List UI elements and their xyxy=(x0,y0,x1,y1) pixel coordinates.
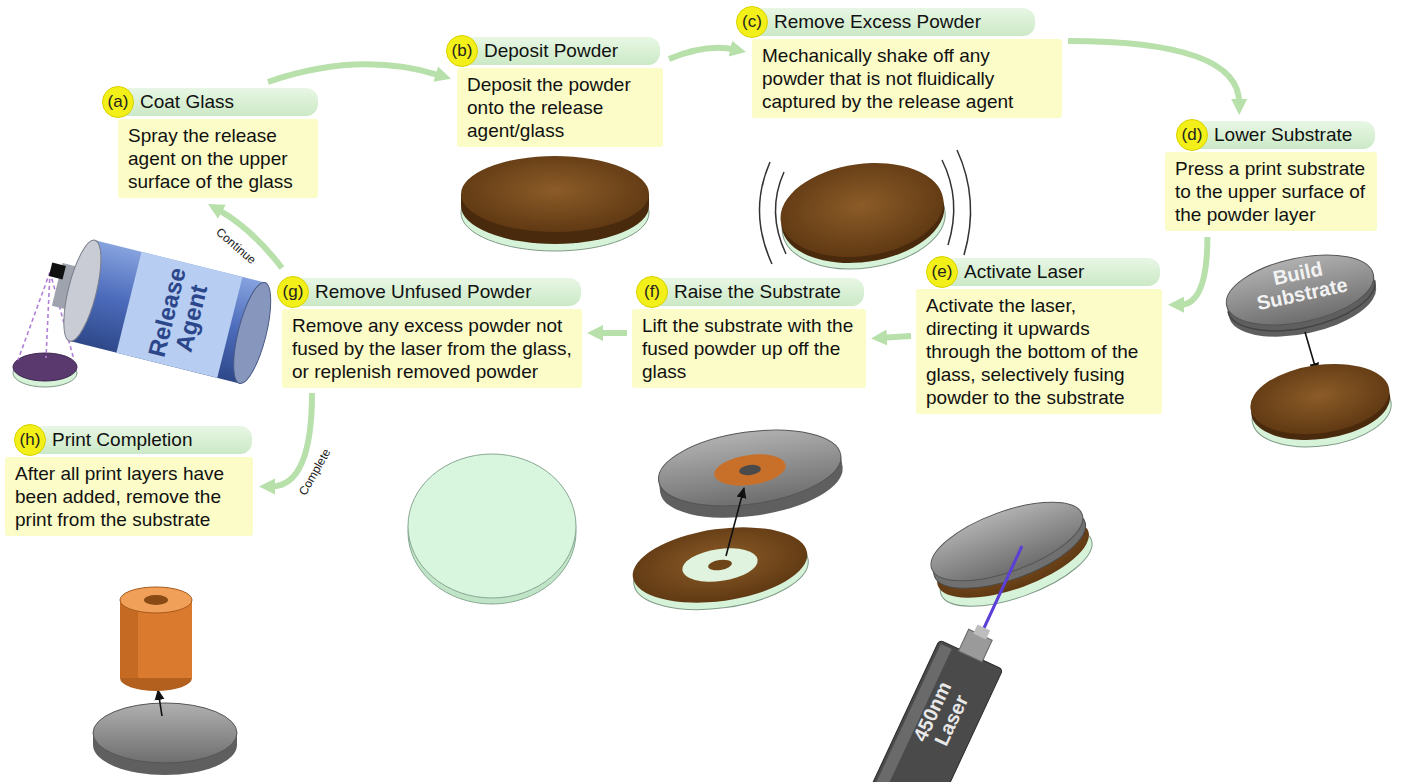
raised-substrate xyxy=(712,450,787,490)
step-description: Mechanically shake off any powder that i… xyxy=(752,39,1062,118)
step-letter-badge: (e) xyxy=(926,256,958,288)
shake-lines xyxy=(957,150,971,255)
step-box: (c)Remove Excess PowderMechanically shak… xyxy=(752,8,1062,118)
step-letter-badge: (h) xyxy=(14,424,46,456)
laser-module xyxy=(973,625,990,640)
flow-arrow xyxy=(599,330,627,336)
shake-lines xyxy=(775,172,786,254)
step-letter-badge: (c) xyxy=(736,6,768,38)
shake-lines xyxy=(759,162,772,264)
step-letter-badge: (d) xyxy=(1176,119,1208,151)
used-glass xyxy=(628,517,812,613)
powder-disc xyxy=(461,156,649,232)
substrate-disc xyxy=(93,703,237,775)
sprayed-disc xyxy=(13,353,77,381)
illustration-label: Build Substrate xyxy=(1237,251,1363,317)
raised-substrate xyxy=(738,464,761,477)
powder-disc xyxy=(1246,356,1396,456)
step-description: Activate the laser, directing it upwards… xyxy=(916,289,1162,414)
printed-part xyxy=(120,600,138,678)
flow-arrow xyxy=(1180,237,1207,305)
step-description: Spray the release agent on the upper sur… xyxy=(118,119,318,198)
step-title: Deposit Powder xyxy=(462,37,660,65)
clean-glass xyxy=(408,454,576,604)
raise-arrow xyxy=(726,488,744,556)
shake-lines xyxy=(759,150,970,264)
remove-arrow xyxy=(158,690,162,716)
flow-arrow xyxy=(1068,41,1239,103)
used-glass xyxy=(628,517,813,620)
step-description: Press a print substrate to the upper sur… xyxy=(1165,152,1377,231)
print-stack xyxy=(921,486,1101,622)
build-substrate xyxy=(1220,243,1380,337)
step-box: (e)Activate LaserActivate the laser, dir… xyxy=(916,258,1162,414)
spray-can xyxy=(49,263,66,280)
edge-label: Continue xyxy=(214,225,259,267)
laser-module xyxy=(863,613,1015,782)
step-description: After all print layers have been added, … xyxy=(5,457,253,536)
shaken-disc xyxy=(774,153,951,279)
build-substrate xyxy=(1220,243,1383,349)
sprayed-disc xyxy=(13,353,77,387)
spray-can xyxy=(56,237,108,345)
step-letter-badge: (a) xyxy=(102,86,134,118)
step-title: Lower Substrate xyxy=(1192,121,1375,149)
printed-part xyxy=(120,587,192,613)
flow-arrow xyxy=(669,48,734,59)
printed-part xyxy=(144,595,168,605)
step-description: Lift the substrate with the fused powder… xyxy=(632,309,866,388)
used-glass xyxy=(707,558,732,571)
spray-can xyxy=(116,252,242,378)
flow-arrow xyxy=(268,64,440,82)
step-box: (h)Print CompletionAfter all print layer… xyxy=(5,426,253,536)
step-title: Print Completion xyxy=(30,426,252,454)
powder-disc xyxy=(1246,356,1394,443)
spray-mist xyxy=(46,272,50,358)
step-box: (a)Coat GlassSpray the release agent on … xyxy=(118,88,318,198)
printed-part xyxy=(120,587,192,691)
step-title: Remove Unfused Powder xyxy=(293,278,581,306)
substrate-disc xyxy=(93,703,237,763)
step-box: (f)Raise the SubstrateLift the substrate… xyxy=(632,278,866,388)
used-glass xyxy=(680,544,760,586)
laser-beam xyxy=(984,546,1022,628)
step-letter-badge: (b) xyxy=(446,35,478,67)
step-title: Remove Excess Powder xyxy=(752,8,1035,36)
clean-glass xyxy=(408,454,576,598)
flow-arrow xyxy=(883,336,911,338)
step-title: Raise the Substrate xyxy=(652,278,864,306)
step-description: Deposit the powder onto the release agen… xyxy=(457,68,663,147)
powder-disc xyxy=(461,156,649,251)
spray-can xyxy=(226,279,278,387)
spray-mist xyxy=(18,272,50,360)
raised-substrate xyxy=(654,420,846,517)
step-title: Coat Glass xyxy=(118,88,318,116)
step-letter-badge: (g) xyxy=(277,276,309,308)
step-box: (g)Remove Unfused PowderRemove any exces… xyxy=(282,278,582,388)
shaken-disc xyxy=(774,153,949,267)
raised-substrate xyxy=(654,420,848,529)
edge-label: Complete xyxy=(296,446,334,498)
step-description: Remove any excess powder not fused by th… xyxy=(282,309,582,388)
step-box: (d)Lower SubstratePress a print substrat… xyxy=(1165,121,1377,231)
step-box: (b)Deposit PowderDeposit the powder onto… xyxy=(457,37,663,147)
illustration-label: 450nm Laser xyxy=(900,657,985,774)
shake-lines xyxy=(942,160,954,245)
step-letter-badge: (f) xyxy=(636,276,668,308)
illustration-label: Release Agent xyxy=(142,258,216,371)
step-title: Activate Laser xyxy=(942,258,1160,286)
